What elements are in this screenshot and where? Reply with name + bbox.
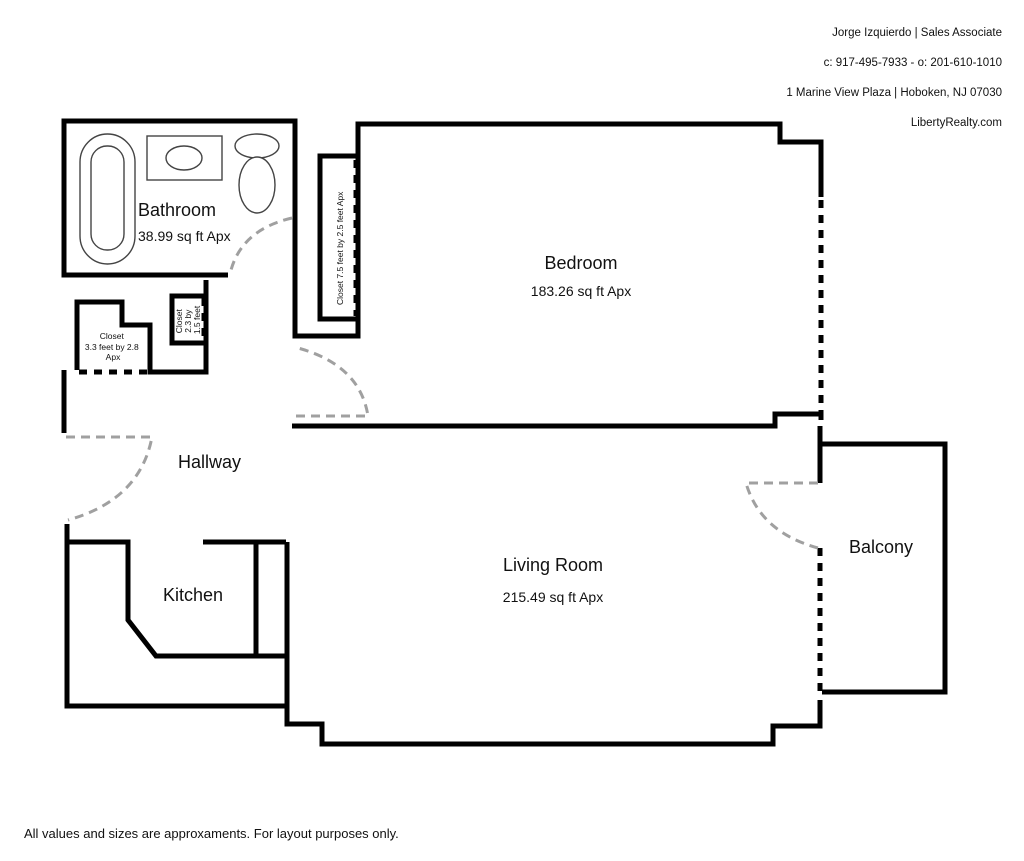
hall-closet-small-line-2: 2.3 by xyxy=(183,309,193,333)
bathroom-walls xyxy=(61,118,298,278)
living-room-walls xyxy=(284,426,823,747)
hall-closet-small-label: Closet 2.3 by 1.5 feet xyxy=(174,305,202,334)
sink-basin-icon xyxy=(165,145,203,171)
bathroom: Bathroom 38.99 sq ft Apx xyxy=(61,118,298,278)
agent-address: 1 Marine View Plaza | Hoboken, NJ 07030 xyxy=(786,87,1002,99)
living-room: Living Room 215.49 sq ft Apx xyxy=(284,426,823,747)
hallway: Hallway xyxy=(61,370,241,522)
contact-block: Jorge Izquierdo | Sales Associate c: 917… xyxy=(786,18,1002,138)
living-room-name: Living Room xyxy=(503,555,603,575)
hall-closet-small-line-1: Closet xyxy=(174,309,184,334)
balcony: Balcony xyxy=(822,441,948,695)
hall-closet-small-line-3: 1.5 feet xyxy=(192,305,202,334)
bathroom-name: Bathroom xyxy=(138,200,216,220)
agent-phones: c: 917-495-7933 - o: 201-610-1010 xyxy=(823,57,1002,69)
bathroom-door-swing xyxy=(228,216,293,275)
bedroom-closet-label: Closet 7.5 feet by 2.5 feet Apx xyxy=(335,191,345,305)
disclaimer-text: All values and sizes are approxaments. F… xyxy=(24,826,399,841)
agent-name: Jorge Izquierdo | Sales Associate xyxy=(832,27,1002,39)
kitchen: Kitchen xyxy=(64,524,286,709)
entry-door-swing xyxy=(66,435,154,522)
balcony-walls xyxy=(822,441,948,695)
toilet-tank-icon xyxy=(234,133,280,159)
bathtub-inner-icon xyxy=(90,145,125,251)
bedroom-area: 183.26 sq ft Apx xyxy=(531,283,631,299)
agent-website: LibertyRealty.com xyxy=(910,117,1002,129)
hall-closet-small-walls xyxy=(169,293,204,346)
hall-closet-large-line-1: Closet xyxy=(100,331,125,341)
hall-closet-large-walls xyxy=(74,280,209,375)
kitchen-name: Kitchen xyxy=(163,585,223,605)
balcony-name: Balcony xyxy=(849,537,913,557)
hallway-name: Hallway xyxy=(178,452,241,472)
bedroom-closet-walls xyxy=(317,153,356,322)
hall-closet-large-label: Closet 3.3 feet by 2.8 Apx xyxy=(85,331,141,362)
bedroom-name: Bedroom xyxy=(544,253,617,273)
kitchen-walls xyxy=(64,524,286,709)
bathroom-area: 38.99 sq ft Apx xyxy=(138,228,231,244)
hall-closet-large-line-2: 3.3 feet by 2.8 xyxy=(85,342,139,352)
bedroom-walls xyxy=(292,121,824,429)
hall-closets: Closet 3.3 feet by 2.8 Apx Closet 2.3 by… xyxy=(74,280,209,375)
balcony-door-swing xyxy=(744,481,819,550)
toilet-bowl-icon xyxy=(238,156,276,214)
bedroom-door-swing xyxy=(296,346,370,418)
bedroom: Closet 7.5 feet by 2.5 feet Apx Bedroom … xyxy=(292,121,824,429)
hall-closet-large-line-3: Apx xyxy=(106,352,121,362)
living-room-area: 215.49 sq ft Apx xyxy=(503,589,603,605)
